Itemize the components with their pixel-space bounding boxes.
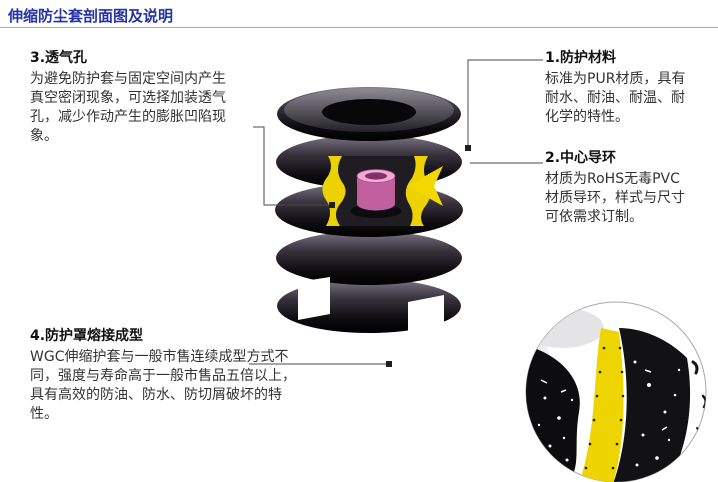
page-title: 伸缩防尘套剖面图及说明 — [8, 7, 174, 25]
center-guide-ring-hole — [365, 172, 387, 180]
center-guide-ring-body — [357, 176, 395, 211]
annotation-center-guide-ring: 2.中心导环 材质为RoHS无毒PVC 材质导环，样式与尺寸 可依需求订制。 — [545, 147, 685, 227]
annotation-weld-forming: 4.防护罩熔接成型 WGC伸缩护套与一般市售连续成型方式不 同，强度与寿命高于一… — [30, 325, 296, 424]
connector-line-protective-material — [467, 59, 543, 147]
annotation-protective-material-body: 标准为PUR材质，具有 耐水、耐油、耐温、耐 化学的特性。 — [545, 71, 686, 125]
annotation-center-guide-ring-heading: 2.中心导环 — [545, 150, 617, 166]
annotation-vent-hole-heading: 3.透气孔 — [30, 50, 88, 66]
annotation-weld-forming-heading: 4.防护罩熔接成型 — [30, 328, 144, 344]
helix-notch-left — [298, 277, 330, 320]
bellows-top-opening — [322, 99, 416, 125]
bellows-illustration — [275, 87, 463, 334]
title-divider — [0, 27, 718, 28]
helix-notch-right — [408, 295, 444, 334]
section-face-left — [322, 156, 346, 226]
annotation-protective-material: 1.防护材料 标准为PUR材质，具有 耐水、耐油、耐温、耐 化学的特性。 — [545, 47, 685, 127]
bellows-cutaway — [322, 156, 443, 226]
annotation-center-guide-ring-body: 材质为RoHS无毒PVC 材质导环，样式与尺寸 可依需求订制。 — [545, 171, 685, 225]
detail-black-right — [613, 328, 691, 482]
weld-detail-circle — [525, 301, 707, 482]
annotation-weld-forming-body: WGC伸缩护套与一般市售连续成型方式不 同，强度与寿命高于一般市售品五倍以上， … — [30, 349, 296, 422]
stitch-dots-yellow-band — [584, 346, 625, 470]
annotation-vent-hole: 3.透气孔 为避免防护套与固定空间内产生 真空密闭现象，可选择加装透气 孔，减少… — [30, 47, 226, 146]
detail-soft-gray — [526, 308, 604, 348]
annotation-vent-hole-body: 为避免防护套与固定空间内产生 真空密闭现象，可选择加装透气 孔，减少作动产生的膨… — [30, 71, 226, 144]
pointer-arrow-yellow — [407, 166, 443, 206]
connector-marker-weld-forming — [386, 361, 392, 367]
annotation-protective-material-heading: 1.防护材料 — [545, 50, 617, 66]
